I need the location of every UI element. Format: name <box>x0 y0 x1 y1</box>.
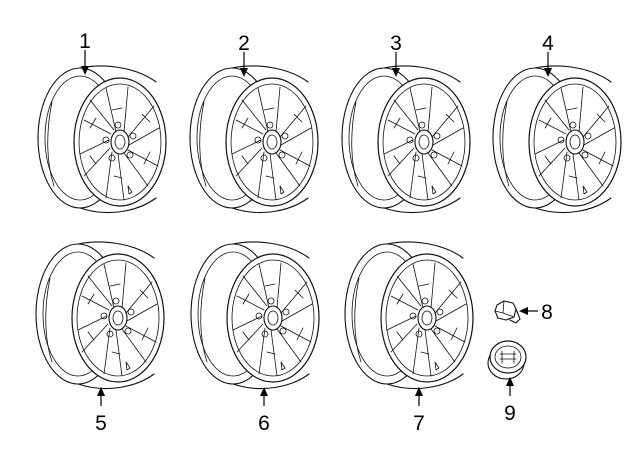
callout-9: 9 <box>504 402 516 425</box>
wheel-6 <box>190 241 320 390</box>
callout-leaders <box>81 50 552 406</box>
wheel-2 <box>189 65 319 214</box>
callout-4: 4 <box>542 32 554 55</box>
callout-5: 5 <box>95 412 107 435</box>
callout-3: 3 <box>390 32 402 55</box>
wheel-7 <box>344 241 474 390</box>
wheel-3 <box>341 65 471 214</box>
callout-6: 6 <box>258 412 270 435</box>
center-cap-icon <box>487 340 527 380</box>
callout-7: 7 <box>413 412 425 435</box>
callout-2: 2 <box>238 32 250 55</box>
wheel-5 <box>35 241 165 390</box>
wheel-1 <box>37 65 167 214</box>
callout-1: 1 <box>79 30 91 53</box>
lug-nut-icon <box>494 300 521 324</box>
wheel-4 <box>492 65 622 214</box>
callout-8: 8 <box>541 301 553 324</box>
